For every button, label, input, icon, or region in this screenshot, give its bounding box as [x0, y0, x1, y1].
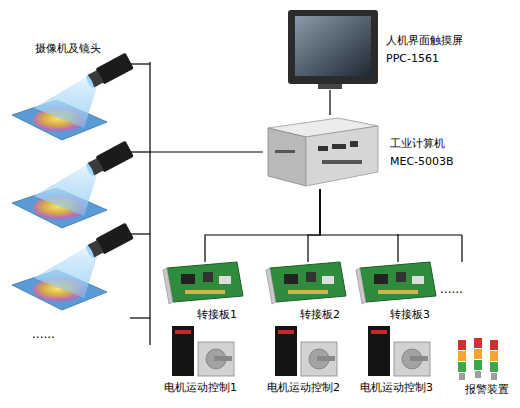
board-3: [356, 262, 436, 304]
camera-wire: [130, 317, 150, 318]
monitor-base: [318, 84, 342, 89]
camera-3: [12, 223, 134, 310]
pc-slot: [322, 160, 362, 164]
monitor-frame: [288, 10, 378, 84]
motor-2: [275, 326, 337, 376]
camera-group: 摄像机及镜头: [10, 40, 150, 350]
pc-port: [350, 141, 358, 147]
adapter-board: 转接板1: [165, 262, 245, 304]
motor-1: [172, 326, 234, 376]
node-title: 工业计算机: [390, 137, 445, 150]
pc-vent: [275, 150, 295, 153]
connection-line: [205, 189, 320, 262]
motor-control: 电机运动控制3: [366, 324, 432, 378]
pc-front: [268, 128, 306, 186]
node-title: 转接板1: [197, 308, 237, 321]
motor-control: 电机运动控制1: [170, 324, 236, 378]
ellipsis-label: ......: [32, 328, 55, 341]
board-2: [266, 262, 346, 304]
node-title: 电机运动控制3: [360, 381, 433, 394]
motor-3: [368, 326, 430, 376]
motor-control: 电机运动控制2: [273, 324, 339, 378]
adapter-board: 转接板3: [358, 262, 438, 304]
touchscreen: 人机界面触摸屏PPC-1561: [286, 8, 380, 90]
bus-extension: [461, 235, 462, 262]
camera-1: [12, 53, 134, 140]
connection-line: [308, 189, 320, 262]
pc-port: [332, 144, 346, 149]
node-title: 人机界面触摸屏: [386, 34, 463, 47]
connection-line: [329, 90, 330, 115]
model-number: PPC-1561: [386, 52, 439, 65]
bus-extension: [397, 234, 462, 235]
adapter-board: 转接板2: [268, 262, 348, 304]
node-title: 电机运动控制1: [164, 381, 237, 394]
camera-bus: [149, 62, 150, 345]
pc-side: [306, 126, 378, 186]
board-1: [163, 262, 243, 304]
node-title: 摄像机及镜头: [35, 42, 101, 55]
alarm-tower-1: [458, 340, 466, 380]
node-title: 电机运动控制2: [267, 381, 340, 394]
node-title: 转接板2: [300, 308, 340, 321]
connection-line: [150, 151, 263, 152]
node-title: 转接板3: [390, 308, 430, 321]
industrial-pc: 工业计算机MEC-5003B: [263, 115, 381, 189]
alarm-tower-3: [490, 340, 498, 380]
camera-2: [12, 141, 134, 228]
model-number: MEC-5003B: [390, 155, 454, 168]
pc-port: [318, 146, 328, 151]
connection-line: [320, 189, 398, 262]
ellipsis-label: ......: [440, 283, 463, 296]
alarm-device: 报警装置: [455, 336, 503, 382]
monitor-screen: [295, 16, 371, 76]
alarm-tower-2: [474, 338, 482, 378]
node-title: 报警装置: [465, 383, 509, 396]
